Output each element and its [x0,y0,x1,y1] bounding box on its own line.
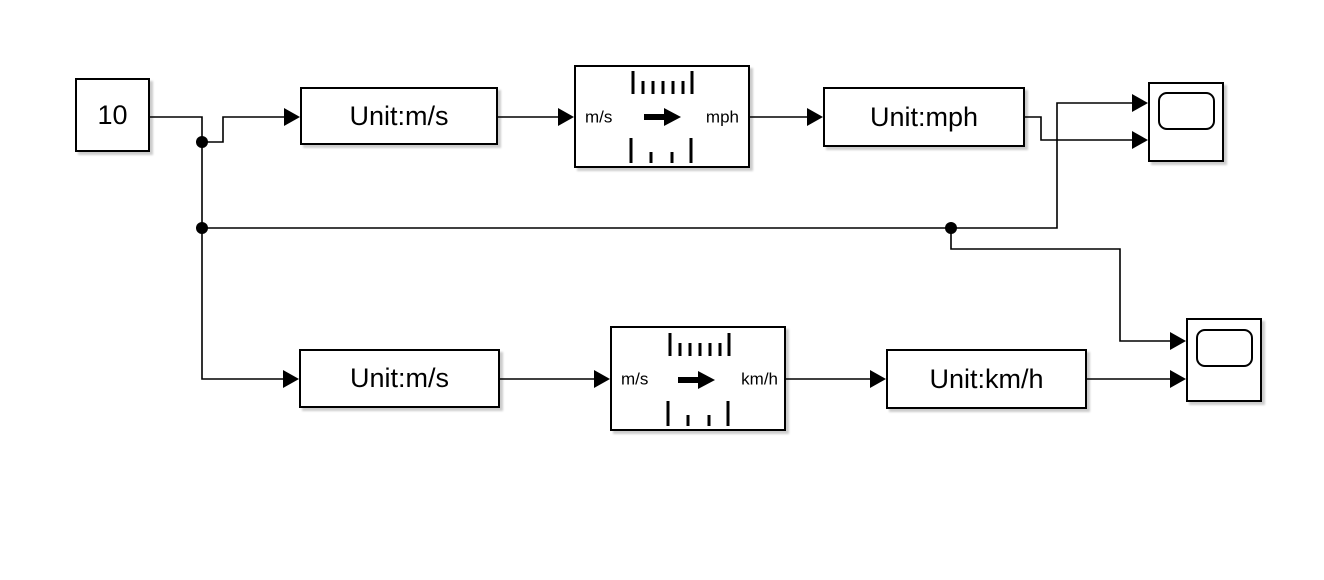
wire-arrowhead [594,370,610,388]
scope-screen-icon [1196,329,1253,367]
unit-mph-label: Unit:mph [869,101,979,132]
wire-arrowhead [558,108,574,126]
unit-ms-top-label: Unit:m/s [349,100,449,131]
conversion-from-unit: m/s [621,369,649,388]
unit-ms-top-block[interactable]: Unit:m/s [300,87,498,145]
branch-junction-dot [196,136,208,148]
unit-conversion-ruler-arrow-icon [666,333,731,426]
constant-block[interactable]: 10 [75,78,150,152]
signal-wire[interactable] [1025,116,1134,141]
wire-arrowhead [807,108,823,126]
conversion-from-unit: m/s [585,107,613,126]
unit-kmh-label: Unit:km/h [929,363,1044,394]
unit-ms-bottom-label: Unit:m/s [349,363,449,393]
unit-conversion-ruler-arrow-icon [629,71,694,163]
unit-ms-bottom-block[interactable]: Unit:m/s [299,349,500,408]
wire-arrowhead [870,370,886,388]
unit-mph-block[interactable]: Unit:mph [823,87,1025,147]
wire-arrowhead [1132,94,1148,112]
wire-arrowhead [1170,332,1186,350]
conversion-to-unit: km/h [741,369,778,388]
signal-wire[interactable] [951,102,1134,229]
wire-arrowhead [283,370,299,388]
conversion-to-unit: mph [705,107,739,126]
wire-arrowhead [1132,131,1148,149]
scope-screen-icon [1158,92,1215,130]
constant-value: 10 [97,99,128,130]
wire-arrowhead [284,108,300,126]
unit-kmh-block[interactable]: Unit:km/h [886,349,1087,409]
unit-conversion-kmh-block[interactable]: m/s km/h [610,326,786,431]
branch-junction-dot [196,222,208,234]
signal-wire[interactable] [202,116,286,143]
wire-arrowhead [1170,370,1186,388]
signal-wire[interactable] [150,116,203,142]
scope-top-block[interactable] [1148,82,1224,162]
signal-wire[interactable] [201,228,285,380]
scope-bottom-block[interactable] [1186,318,1262,402]
branch-junction-dot [945,222,957,234]
unit-conversion-mph-block[interactable]: m/s mph [574,65,750,168]
signal-wire[interactable] [950,228,1172,342]
